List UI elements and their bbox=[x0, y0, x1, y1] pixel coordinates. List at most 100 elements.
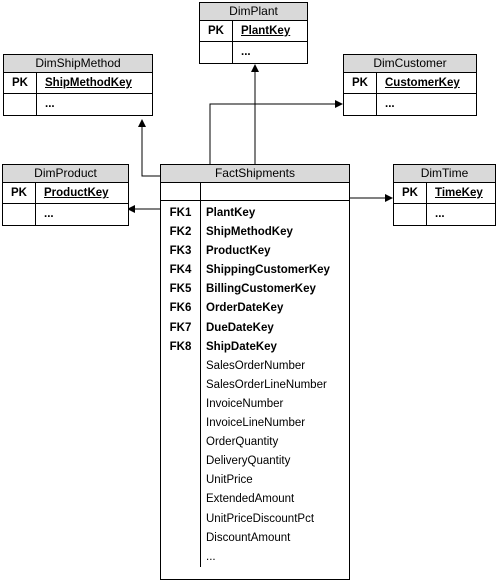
column-name: PlantKey bbox=[206, 207, 256, 219]
column-name: SalesOrderNumber bbox=[206, 359, 306, 372]
fk-label bbox=[161, 490, 200, 509]
pk-field: ShipMethodKey bbox=[45, 77, 132, 89]
pk-row: PK ShipMethodKey bbox=[4, 73, 152, 94]
fact-column-row: SalesOrderLineNumber bbox=[161, 376, 349, 395]
pk-label: PK bbox=[4, 73, 37, 93]
fk-label bbox=[161, 414, 200, 433]
pk-row: PK PlantKey bbox=[200, 21, 307, 42]
column-name: BillingCustomerKey bbox=[206, 283, 316, 296]
pk-label: PK bbox=[200, 21, 233, 41]
column-name: OrderQuantity bbox=[206, 436, 279, 449]
connector-customer bbox=[209, 100, 343, 166]
fk-label bbox=[161, 510, 200, 529]
empty-tag bbox=[3, 204, 36, 225]
fact-column-row: FK7 DueDateKey bbox=[161, 319, 349, 338]
table-title: DimPlant bbox=[200, 3, 307, 21]
fk-label bbox=[161, 548, 200, 567]
pk-field: TimeKey bbox=[435, 187, 483, 199]
pk-row: PK CustomerKey bbox=[344, 73, 476, 94]
fk-label: FK5 bbox=[169, 283, 192, 296]
column-name: ... bbox=[206, 550, 216, 563]
fact-column-row: UnitPriceDiscountPct bbox=[161, 510, 349, 529]
table-dimcustomer: DimCustomer PK CustomerKey ... bbox=[343, 54, 477, 116]
table-dimproduct: DimProduct PK ProductKey ... bbox=[2, 164, 129, 226]
fk-label: FK8 bbox=[169, 340, 192, 353]
fk-label: FK4 bbox=[169, 264, 192, 277]
column-name: DiscountAmount bbox=[206, 531, 291, 544]
fk-label bbox=[161, 452, 200, 471]
more-row: ... bbox=[344, 94, 476, 115]
column-name: ShippingCustomerKey bbox=[206, 264, 330, 277]
more-fields: ... bbox=[44, 208, 54, 220]
fact-column-row: ExtendedAmount bbox=[161, 490, 349, 509]
column-name: InvoiceLineNumber bbox=[206, 417, 306, 430]
fact-pk-row bbox=[161, 183, 349, 201]
pk-field: ProductKey bbox=[44, 187, 109, 199]
more-fields: ... bbox=[241, 46, 251, 58]
fk-label bbox=[161, 529, 200, 548]
fact-column-row: InvoiceLineNumber bbox=[161, 414, 349, 433]
fk-label bbox=[161, 376, 200, 395]
fact-column-row: InvoiceNumber bbox=[161, 395, 349, 414]
more-fields: ... bbox=[385, 98, 395, 110]
fact-column-row: DiscountAmount bbox=[161, 529, 349, 548]
pk-label: PK bbox=[3, 183, 36, 203]
connector-shipmethod bbox=[138, 119, 160, 177]
column-name: ShipDateKey bbox=[206, 340, 277, 353]
fk-label bbox=[161, 395, 200, 414]
column-name: UnitPrice bbox=[206, 474, 253, 487]
fact-column-row: FK4 ShippingCustomerKey bbox=[161, 261, 349, 280]
fact-column-row: FK3 ProductKey bbox=[161, 242, 349, 261]
table-dimplant: DimPlant PK PlantKey ... bbox=[199, 2, 308, 64]
empty-tag bbox=[4, 94, 37, 115]
table-title: FactShipments bbox=[161, 165, 349, 183]
fact-column-row: SalesOrderNumber bbox=[161, 357, 349, 376]
pk-field: PlantKey bbox=[241, 25, 291, 37]
empty-tag bbox=[200, 42, 233, 63]
table-dimtime: DimTime PK TimeKey ... bbox=[393, 164, 496, 226]
fact-column-row: FK5 BillingCustomerKey bbox=[161, 280, 349, 299]
pk-label: PK bbox=[344, 73, 377, 93]
fact-column-row: DeliveryQuantity bbox=[161, 452, 349, 471]
column-name: UnitPriceDiscountPct bbox=[206, 512, 315, 525]
table-dimshipmethod: DimShipMethod PK ShipMethodKey ... bbox=[3, 54, 153, 116]
fk-label: FK6 bbox=[169, 302, 192, 315]
column-name: ShipMethodKey bbox=[206, 226, 293, 239]
empty-tag bbox=[394, 204, 427, 225]
fact-column-row: UnitPrice bbox=[161, 471, 349, 490]
fact-column-row: FK1 PlantKey bbox=[161, 204, 349, 223]
table-title: DimProduct bbox=[3, 165, 128, 183]
fact-column-row: FK8 ShipDateKey bbox=[161, 338, 349, 357]
column-name: OrderDateKey bbox=[206, 302, 284, 315]
more-row: ... bbox=[4, 94, 152, 115]
column-name: ExtendedAmount bbox=[206, 493, 295, 506]
fact-column-row: OrderQuantity bbox=[161, 433, 349, 452]
column-name: InvoiceNumber bbox=[206, 397, 284, 410]
column-name: ProductKey bbox=[206, 245, 271, 258]
pk-row: PK ProductKey bbox=[3, 183, 128, 204]
table-title: DimTime bbox=[394, 165, 495, 183]
fk-label: FK7 bbox=[169, 321, 192, 334]
fact-column-row: FK2 ShipMethodKey bbox=[161, 223, 349, 242]
fk-label: FK1 bbox=[169, 207, 192, 219]
column-name: SalesOrderLineNumber bbox=[206, 378, 327, 391]
fk-label: FK3 bbox=[169, 245, 192, 258]
fact-column-row: ... bbox=[161, 548, 349, 567]
column-name: DueDateKey bbox=[206, 321, 274, 334]
fk-label: FK2 bbox=[169, 226, 192, 239]
fk-label bbox=[161, 471, 200, 490]
fact-column-row: FK6 OrderDateKey bbox=[161, 299, 349, 318]
pk-row: PK TimeKey bbox=[394, 183, 495, 204]
more-row: ... bbox=[200, 42, 307, 63]
more-row: ... bbox=[394, 204, 495, 225]
more-fields: ... bbox=[435, 208, 445, 220]
fk-label bbox=[161, 357, 200, 376]
table-title: DimCustomer bbox=[344, 55, 476, 73]
fk-label bbox=[161, 433, 200, 452]
column-name: DeliveryQuantity bbox=[206, 455, 291, 468]
pk-label: PK bbox=[394, 183, 427, 203]
more-fields: ... bbox=[45, 98, 55, 110]
